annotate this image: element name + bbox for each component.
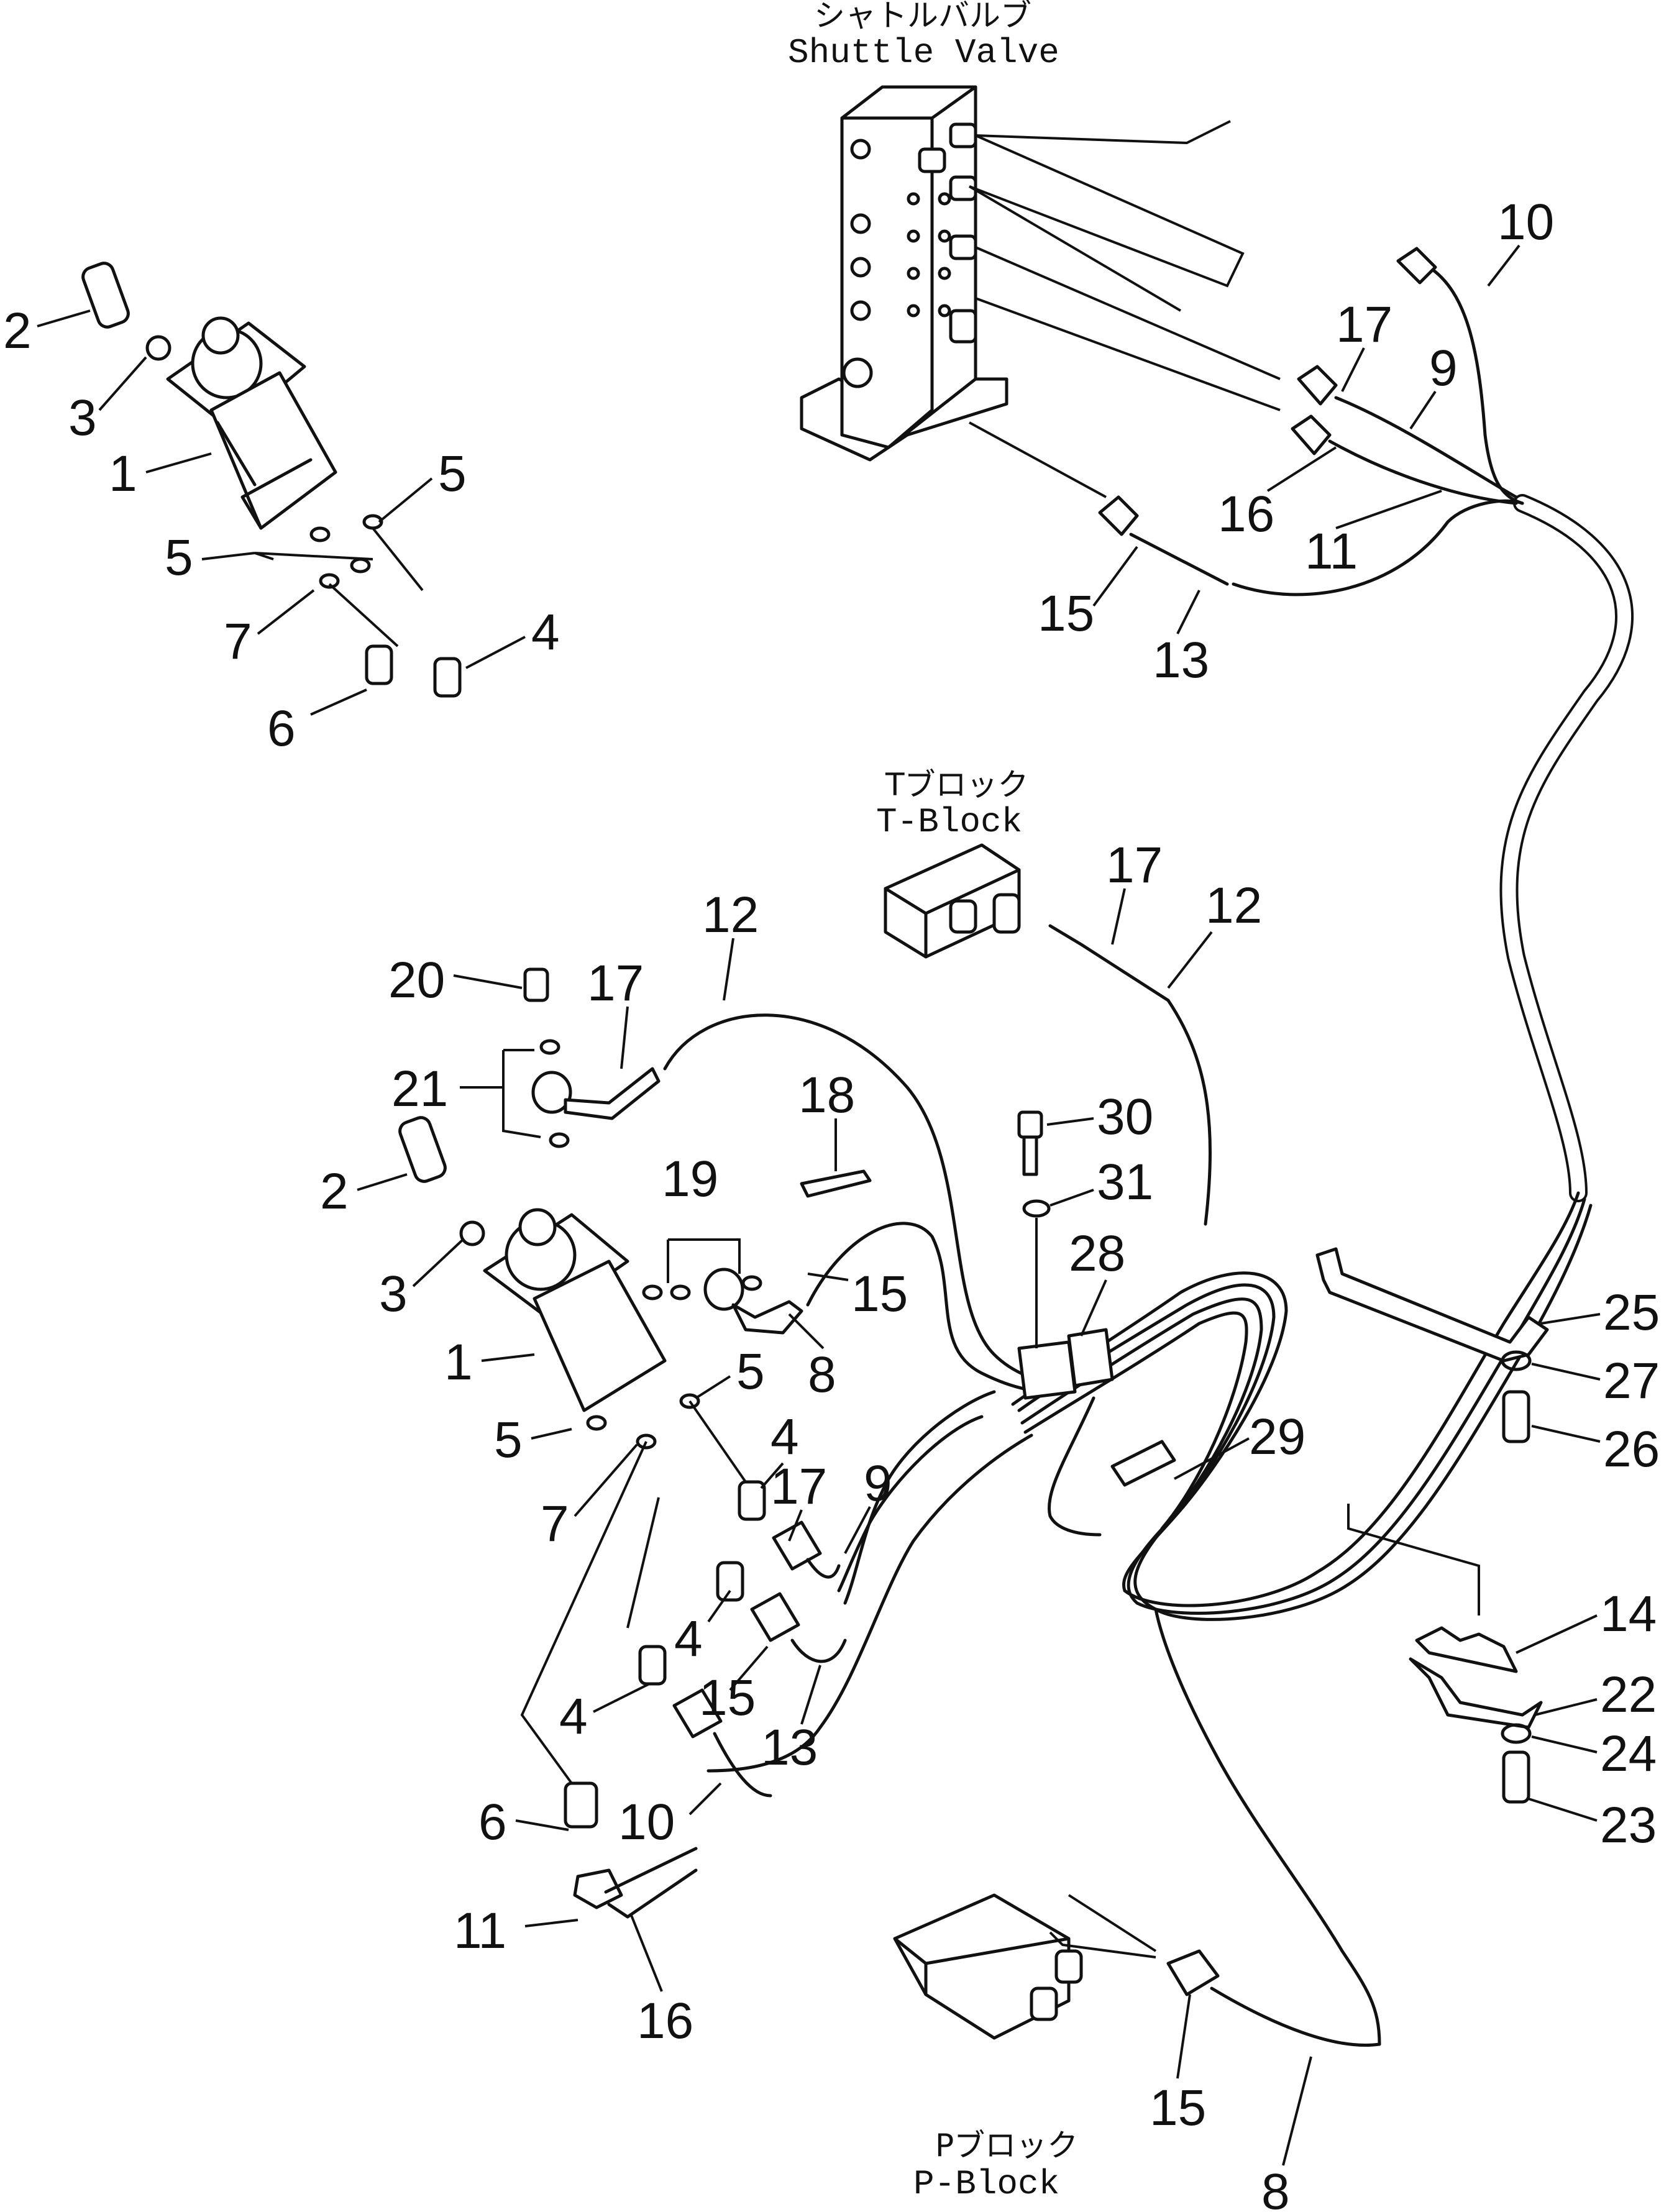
shuttle-valve-title-en: Shuttle Valve <box>788 33 1059 73</box>
callout-10-b: 10 <box>618 1794 675 1850</box>
callout-16-a: 16 <box>1218 486 1274 542</box>
hose-bundle <box>706 1191 1593 2046</box>
callout-6-b: 6 <box>478 1794 507 1850</box>
p-block-title-en: P-Block <box>913 2164 1059 2204</box>
callout-4-c: 4 <box>674 1611 703 1667</box>
callout-29: 29 <box>1249 1409 1305 1465</box>
callout-5-b: 5 <box>165 529 193 586</box>
callouts-top-right: 10 17 9 16 11 15 13 <box>1038 194 1554 688</box>
callout-15-b: 15 <box>851 1266 908 1322</box>
t-block-title-jp: Tブロック <box>885 767 1029 803</box>
callout-1-b: 1 <box>444 1334 473 1391</box>
bolt-30-31 <box>1017 1110 1051 1348</box>
callout-14: 14 <box>1600 1586 1657 1642</box>
callout-11-b: 11 <box>454 1903 506 1959</box>
callout-31: 31 <box>1097 1154 1153 1210</box>
shuttle-valve <box>800 85 1008 462</box>
callout-7-a: 7 <box>224 613 252 670</box>
callout-28: 28 <box>1069 1225 1125 1282</box>
callout-5-c: 5 <box>736 1343 765 1400</box>
callout-19: 19 <box>662 1151 718 1207</box>
callout-4-b: 4 <box>770 1409 799 1465</box>
callout-15-d: 15 <box>1150 2080 1206 2136</box>
callout-9-b: 9 <box>864 1455 892 1512</box>
callout-13-b: 13 <box>761 1719 818 1776</box>
callout-20: 20 <box>388 952 445 1008</box>
callouts-top-left: 2 3 1 5 5 7 4 6 <box>3 303 560 757</box>
pilot-valve-top <box>81 262 462 698</box>
callout-5-a: 5 <box>438 446 467 502</box>
p-block-title-jp: Pブロック <box>935 2127 1078 2164</box>
bracket-25 <box>1315 1247 1549 1443</box>
callout-2-a: 2 <box>3 303 32 359</box>
callout-8-a: 8 <box>808 1346 836 1403</box>
top-hose-group <box>1098 247 1634 1202</box>
callout-15-c: 15 <box>699 1670 756 1726</box>
callout-6-a: 6 <box>267 700 296 757</box>
callout-21: 21 <box>391 1061 448 1117</box>
clamp-14-22 <box>1409 1626 1543 1804</box>
callout-30: 30 <box>1097 1089 1153 1145</box>
callout-26: 26 <box>1603 1421 1660 1478</box>
callout-2-b: 2 <box>320 1163 349 1220</box>
callout-27: 27 <box>1603 1353 1660 1409</box>
callout-18: 18 <box>798 1067 855 1123</box>
callout-4-a: 4 <box>531 604 560 660</box>
callout-12-b: 12 <box>1205 877 1262 934</box>
p-block <box>893 1893 1083 2040</box>
callout-7-b: 7 <box>541 1496 569 1552</box>
callout-25: 25 <box>1603 1284 1660 1341</box>
banjo-fitting-18-19 <box>670 1169 872 1335</box>
callout-16-b: 16 <box>637 1993 693 2049</box>
shuttle-valve-title-jp: シャトルバルブ <box>814 0 1031 34</box>
callout-17-c: 17 <box>587 955 644 1012</box>
callout-4-d: 4 <box>559 1688 588 1745</box>
callout-3-b: 3 <box>379 1266 408 1322</box>
callout-9-a: 9 <box>1429 340 1458 396</box>
callout-3-a: 3 <box>68 390 97 446</box>
callouts-middle: 12 17 12 20 17 21 18 30 31 19 2 3 15 28 … <box>320 837 1660 2212</box>
callout-11-a: 11 <box>1305 523 1358 580</box>
callout-17-a: 17 <box>1336 296 1392 353</box>
callout-1-a: 1 <box>109 446 137 502</box>
callout-15-a: 15 <box>1038 585 1094 642</box>
callout-5-d: 5 <box>494 1412 523 1468</box>
t-block-title-en: T-Block <box>876 802 1022 842</box>
callout-17-d: 17 <box>770 1458 827 1515</box>
pilot-valve-main <box>398 1116 766 1829</box>
callout-17-b: 17 <box>1106 837 1163 893</box>
callout-8-b: 8 <box>1261 2164 1290 2212</box>
callout-23: 23 <box>1600 1797 1657 1853</box>
banjo-fitting-20-21 <box>523 967 661 1148</box>
t-block <box>884 843 1021 959</box>
callout-13-a: 13 <box>1153 632 1209 688</box>
callout-12-a: 12 <box>702 887 759 943</box>
hose-end-fittings <box>573 1520 847 1919</box>
callout-10-a: 10 <box>1498 194 1554 250</box>
callout-24: 24 <box>1600 1725 1657 1782</box>
callout-22: 22 <box>1600 1666 1657 1723</box>
